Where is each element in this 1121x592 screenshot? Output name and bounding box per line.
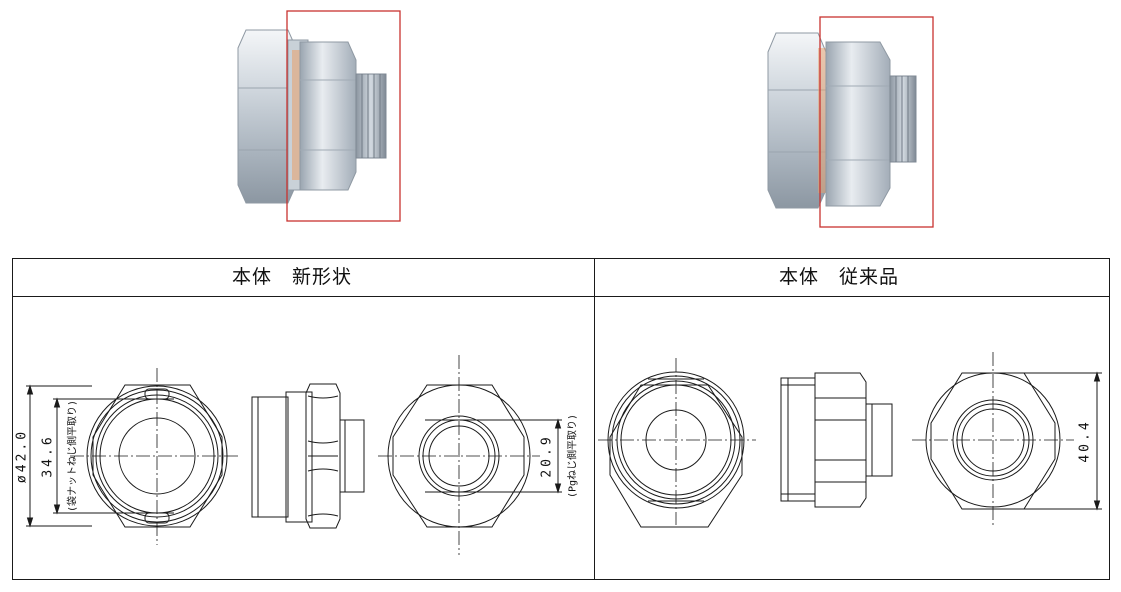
new-side-view [251,383,365,529]
header-conventional: 本体 従来品 [779,266,900,288]
new-front-view [26,368,238,545]
note-pg-thread-flat: (Pgねじ側平取り) [567,413,579,499]
dim-pg-thread-flat: 20.9 [539,434,555,478]
photo-conventional [767,32,917,209]
highlight-box-conventional [819,16,934,228]
old-front-view [598,358,756,528]
photo-new-shape [237,29,387,204]
dim-conventional-flat: 40.4 [1077,419,1093,463]
new-rear-view [378,355,562,555]
old-side-view [780,372,893,508]
dim-nut-thread-flat: 34.6 [40,434,56,478]
note-nut-thread-flat: (袋ナットねじ側平取り) [67,399,79,513]
comparison-table [12,258,1110,580]
highlight-box-new [286,10,401,222]
product-photos [237,10,934,228]
header-new-shape: 本体 新形状 [232,266,353,288]
old-rear-view [912,352,1102,528]
dim-outer-diameter: ø42.0 [14,428,30,484]
